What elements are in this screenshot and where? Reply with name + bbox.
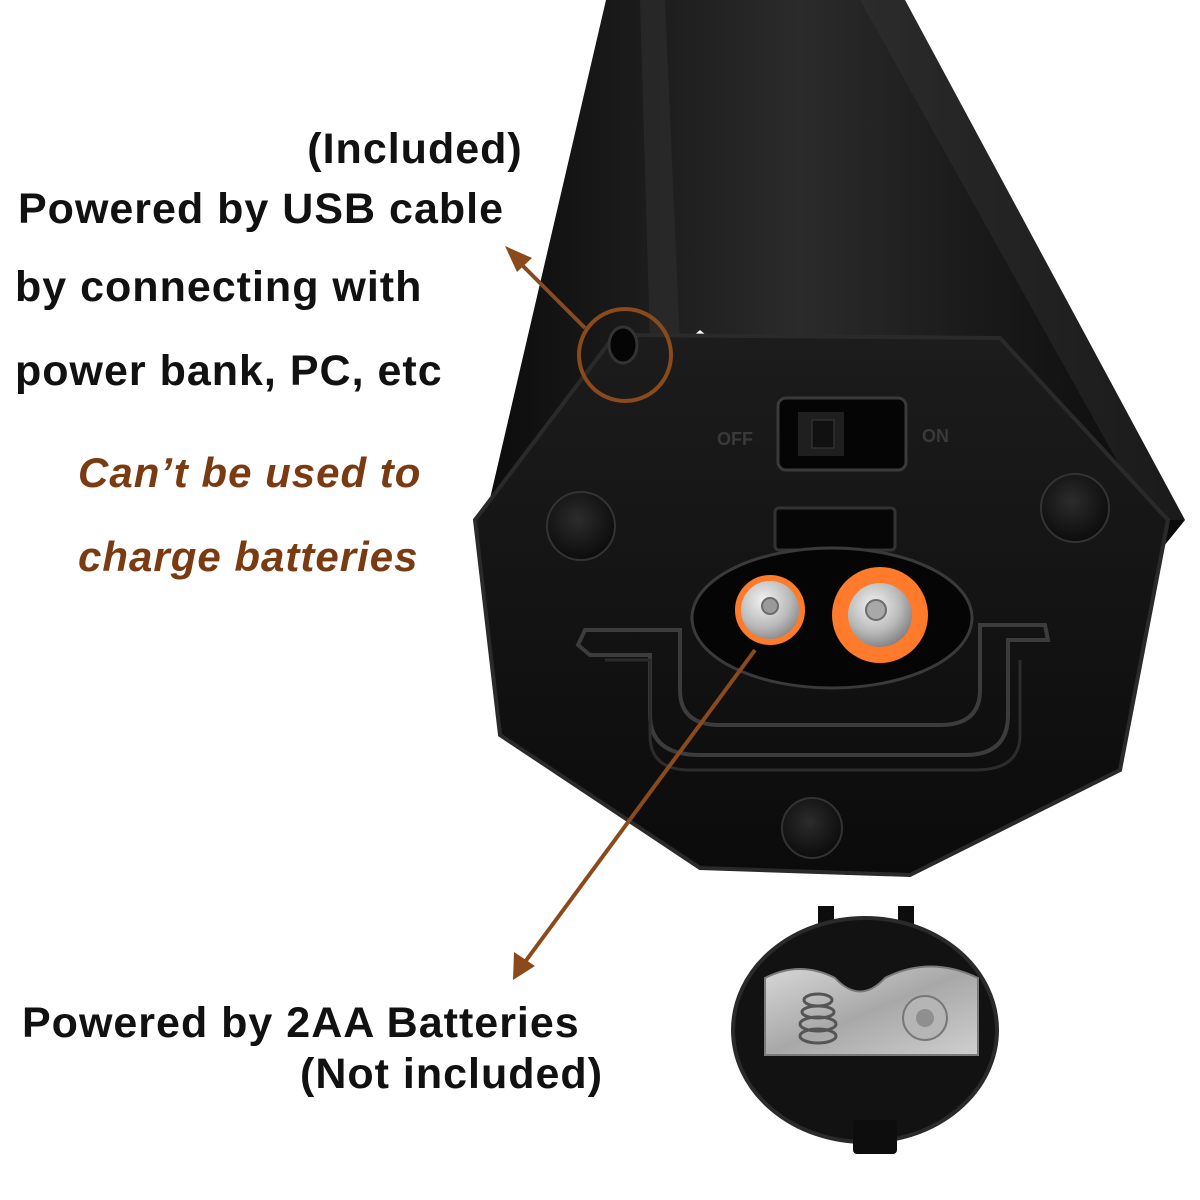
usb-included-note: (Included)	[307, 125, 523, 173]
rubber-foot-bottom	[781, 797, 843, 859]
switch-off-label: OFF	[717, 429, 753, 449]
warning-line-1: Can’t be used to	[78, 449, 422, 496]
battery-power-line: Powered by 2AA Batteries	[22, 999, 580, 1047]
rubber-foot-right	[1040, 473, 1110, 543]
battery-compartment-icon	[575, 546, 1051, 772]
usb-connect-line: by connecting with	[15, 263, 423, 311]
lamp-body-highlight	[860, 0, 1185, 520]
power-switch-icon	[776, 396, 908, 472]
usb-port-icon	[607, 325, 639, 365]
usb-port-highlight-ring	[577, 307, 673, 403]
battery-not-included-note: (Not included)	[300, 1050, 604, 1098]
usb-devices-line: power bank, PC, etc	[15, 347, 443, 395]
cover-latch-slot	[773, 506, 897, 552]
warning-line-2: charge batteries	[78, 533, 419, 580]
battery-arrow	[513, 648, 757, 980]
battery-cover-icon	[731, 906, 999, 1154]
usb-power-line: Powered by USB cable	[18, 185, 504, 233]
lamp-body-edge	[640, 0, 680, 345]
usb-arrow	[505, 246, 587, 330]
switch-on-label: ON	[922, 426, 949, 446]
rubber-foot-left	[546, 491, 616, 561]
